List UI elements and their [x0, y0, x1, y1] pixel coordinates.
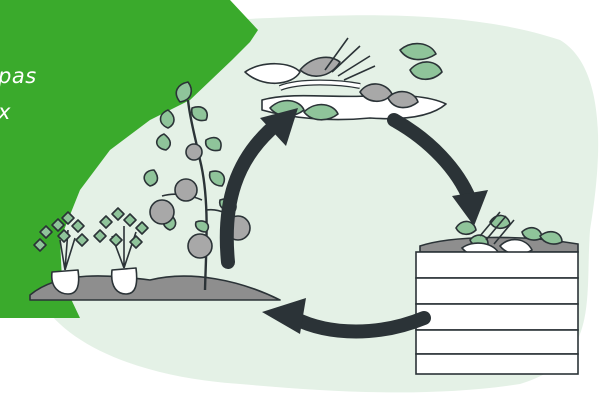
arrowhead-scraps-to-bin: [452, 190, 488, 226]
arrow-scraps-to-bin: [387, 113, 477, 207]
tomato: [185, 143, 203, 161]
arrow-bin-to-plants: [287, 311, 431, 339]
tomato-stem: [186, 99, 208, 291]
arrowhead-bin-to-plants: [262, 298, 306, 334]
green-banner: [0, 0, 258, 318]
bin-plank: [415, 303, 579, 331]
banner-text-line-2: x: [0, 100, 11, 124]
tomato: [174, 178, 198, 202]
tomato: [149, 199, 175, 225]
banner-text-line-1: pas: [0, 64, 37, 88]
bin-plank: [415, 329, 579, 355]
bin-plank: [415, 251, 579, 279]
compost-bin: [415, 211, 579, 375]
bin-plank: [415, 277, 579, 305]
bin-plank: [415, 353, 579, 375]
arrowhead-plants-to-scraps: [260, 108, 298, 146]
garden-plants: [29, 81, 281, 301]
arrow-plants-to-scraps: [219, 123, 277, 269]
radish-root-2: [110, 267, 138, 295]
cycle-arrows: [219, 108, 488, 339]
radish-root: [50, 269, 80, 295]
food-scraps: [244, 37, 447, 121]
tomato: [187, 233, 213, 259]
bin-top-soil: [419, 236, 579, 253]
